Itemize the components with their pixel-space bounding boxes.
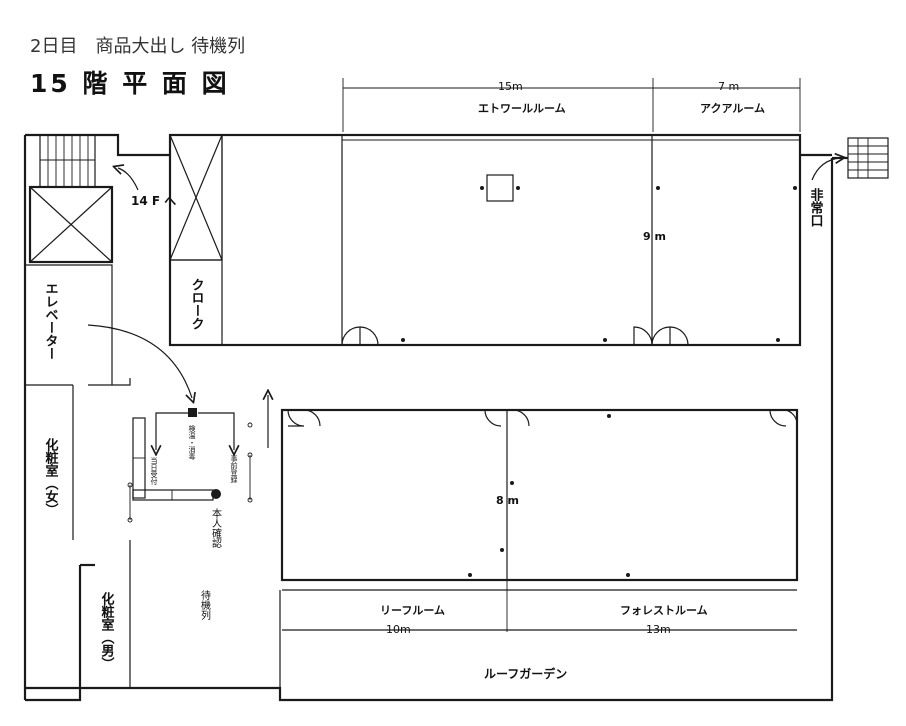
aqua-width: 7 m	[718, 80, 739, 93]
lower-rooms	[280, 408, 799, 632]
upper-depth: 9 m	[643, 230, 666, 243]
to-14f-label: 14 F へ	[131, 194, 176, 208]
identity-check-point	[211, 489, 221, 499]
floor-title: 15 階 平 面 図	[30, 69, 230, 98]
reception-desks	[132, 417, 214, 501]
forest-label: フォレストルーム	[620, 604, 708, 617]
forest-width: 13m	[646, 623, 671, 636]
waiting-line-label: 待機列	[199, 589, 211, 621]
pre-registered-label: 事前登録	[230, 454, 238, 483]
etoile-width: 15m	[498, 80, 523, 93]
identity-check-label: 本人確認	[210, 507, 222, 549]
pre-registered-arrow	[198, 412, 234, 450]
stairs-right	[847, 137, 889, 179]
inspection-point	[188, 408, 197, 417]
leaf-width: 10m	[386, 623, 411, 636]
same-day-label: 当日受付	[150, 456, 158, 486]
elevator-label: エレベーター	[43, 282, 59, 360]
upper-dimensions	[342, 78, 801, 132]
emergency-exit-label: 非常口	[808, 187, 824, 227]
inspection-label: 検温・消毒	[188, 424, 196, 461]
caption: 2日目 商品大出し 待機列	[30, 36, 245, 57]
restroom-female-label: 化粧室（女）	[43, 437, 60, 516]
to-14f-arrow	[118, 168, 139, 191]
upper-rooms	[168, 133, 802, 347]
lower-depth: 8 m	[496, 494, 519, 507]
restroom-male-label: 化粧室（男）	[99, 591, 116, 670]
roof-garden-label: ルーフガーデン	[484, 666, 567, 681]
etoile-label: エトワールルーム	[478, 102, 566, 115]
entry-flow-arrow	[87, 324, 192, 398]
leaf-label: リーフルーム	[380, 604, 445, 617]
cloak-label: クローク	[189, 278, 205, 330]
queue-stanchions	[127, 422, 253, 523]
aqua-label: アクアルーム	[700, 102, 765, 115]
same-day-arrow	[156, 412, 190, 450]
stairs-left	[39, 134, 96, 188]
elevator-shaft	[28, 185, 114, 264]
emergency-arrow	[811, 158, 840, 181]
